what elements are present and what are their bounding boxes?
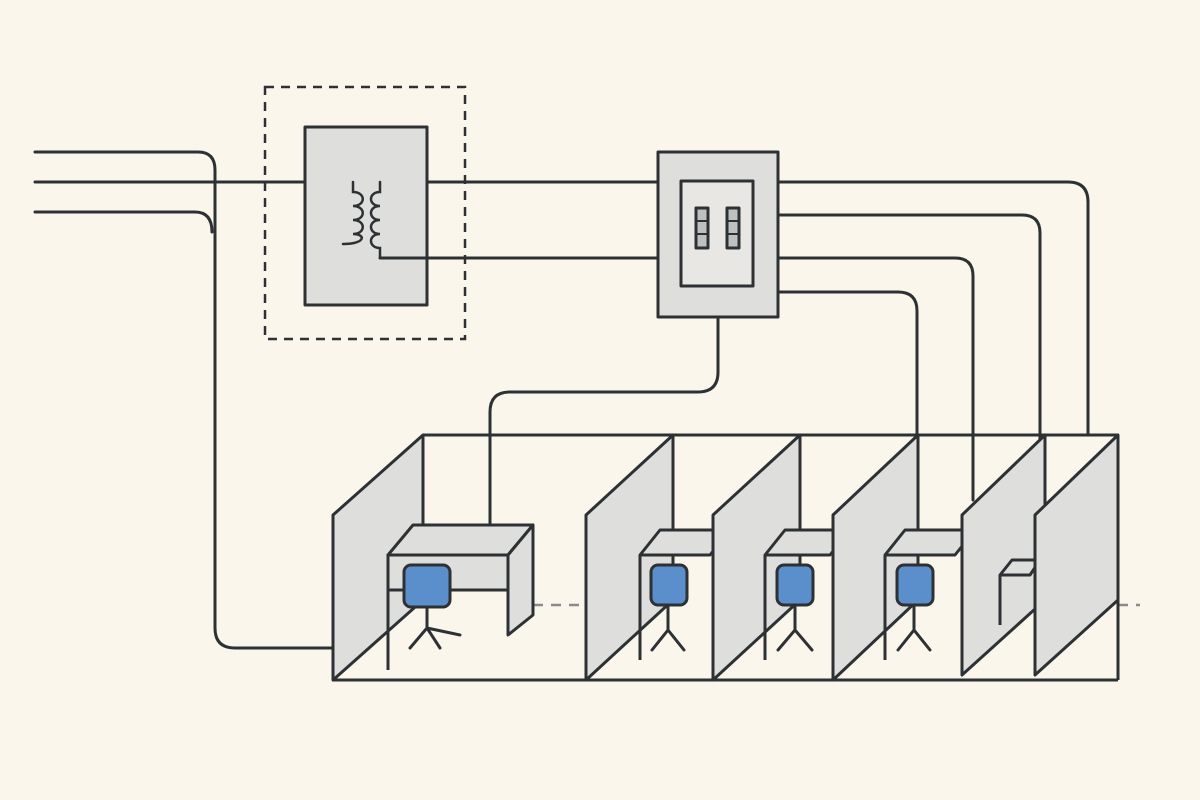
office-chair-icon (402, 563, 462, 650)
transformer-icon (263, 85, 467, 341)
branch-circuit-3 (776, 256, 975, 502)
breaker-right (725, 206, 741, 250)
cubicle-1-desk-side (506, 523, 535, 637)
cubicle-end-panel-2 (1033, 433, 1120, 677)
cubicle-2-side-panel (584, 433, 675, 682)
transformer-enclosure (263, 85, 467, 341)
incoming-feeder-lines (33, 150, 355, 650)
transformer-secondary-coil (369, 180, 382, 260)
cubicle-2 (584, 433, 732, 682)
office-chair-icon (895, 563, 935, 652)
transformer-primary-coil (341, 180, 364, 246)
breaker-left (694, 206, 710, 250)
branch-circuit-4 (776, 290, 919, 562)
transformer-body (303, 125, 429, 307)
cubicle-3 (711, 433, 852, 682)
cubicle-icon (331, 433, 1140, 682)
incoming-line-bottom (33, 210, 214, 234)
cubicle-end-panels (960, 433, 1120, 677)
panel-inner-door (679, 179, 755, 288)
branch-circuit-2 (776, 213, 1042, 502)
office-chair-icon (649, 563, 689, 652)
branch-circuit-1 (776, 180, 1090, 437)
branch-circuits (488, 180, 1090, 562)
breaker-panel-icon (656, 150, 780, 319)
office-chair-icon (775, 563, 815, 652)
branch-circuit-5 (488, 315, 720, 527)
cubicle-3-side-panel (711, 433, 802, 682)
cubicle-4 (831, 433, 977, 682)
cubicle-1 (331, 433, 535, 682)
incoming-line-top (33, 150, 335, 650)
